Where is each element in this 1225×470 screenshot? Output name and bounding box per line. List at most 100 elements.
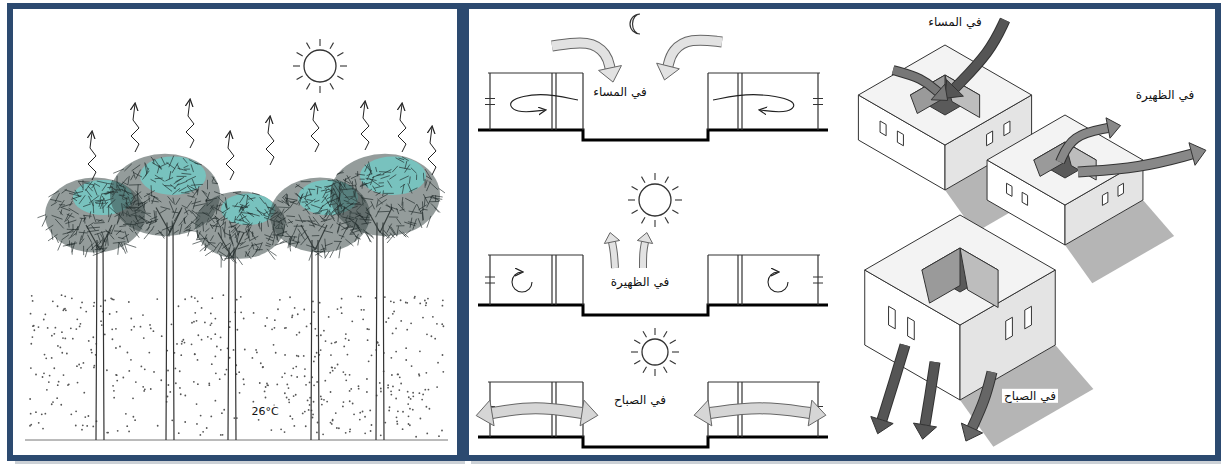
ground-stipple bbox=[359, 412, 361, 414]
ground-stipple bbox=[402, 428, 404, 430]
ground-stipple bbox=[267, 384, 269, 386]
ground-stipple bbox=[200, 415, 202, 417]
canopy-scribble bbox=[235, 193, 244, 195]
canopy-scribble bbox=[240, 214, 243, 221]
ground-stipple bbox=[208, 383, 210, 385]
canopy-scribble bbox=[431, 203, 440, 212]
ground-stipple bbox=[292, 418, 294, 420]
ground-stipple bbox=[110, 297, 112, 299]
ground-stipple bbox=[196, 403, 198, 405]
canopy-highlight bbox=[360, 157, 426, 196]
canopy-scribble bbox=[252, 193, 260, 195]
sun-ray bbox=[319, 86, 320, 93]
canopy-scribble bbox=[313, 250, 323, 258]
ground-stipple bbox=[418, 392, 420, 394]
canopy-scribble bbox=[343, 206, 345, 215]
canopy-scribble bbox=[284, 236, 297, 238]
ground-stipple bbox=[233, 417, 235, 419]
ground-stipple bbox=[352, 403, 354, 405]
ground-stipple bbox=[210, 416, 212, 418]
canopy-scribble bbox=[376, 167, 377, 172]
canopy-scribble bbox=[399, 230, 406, 237]
canopy-scribble bbox=[233, 191, 241, 193]
ground-stipple bbox=[442, 305, 444, 307]
canopy-scribble bbox=[62, 189, 67, 193]
canopy-scribble bbox=[281, 209, 285, 216]
sun-ray bbox=[297, 53, 303, 57]
canopy-scribble bbox=[82, 180, 83, 190]
ground-stipple bbox=[83, 392, 85, 394]
ground-stipple bbox=[410, 398, 412, 400]
ground-stipple bbox=[149, 324, 151, 326]
sun-ray bbox=[293, 65, 300, 66]
ground-stipple bbox=[201, 307, 203, 309]
air-flow-arrow bbox=[668, 40, 722, 66]
ground-stipple bbox=[292, 367, 294, 369]
air-flow-arrow bbox=[882, 345, 905, 420]
ground-stipple bbox=[349, 374, 351, 376]
canopy-scribble bbox=[207, 180, 208, 189]
canopy-scribble bbox=[98, 238, 104, 246]
ground-stipple bbox=[399, 376, 401, 378]
canopy-scribble bbox=[184, 169, 190, 170]
canopy-scribble bbox=[355, 179, 356, 185]
sun-ray bbox=[632, 210, 638, 214]
window-mark bbox=[485, 99, 823, 105]
ground-stipple bbox=[345, 432, 347, 434]
canopy-scribble bbox=[325, 239, 326, 250]
ground-stipple bbox=[112, 338, 114, 340]
canopy-scribble bbox=[151, 157, 155, 161]
canopy-scribble bbox=[61, 207, 70, 210]
ground-stipple bbox=[75, 410, 77, 412]
ground-stipple bbox=[424, 389, 426, 391]
canopy-scribble bbox=[80, 218, 86, 220]
window bbox=[1022, 192, 1027, 205]
ground-stipple bbox=[82, 362, 84, 364]
ground-stipple bbox=[392, 313, 394, 315]
sun-ray bbox=[337, 76, 343, 80]
canopy-scribble bbox=[239, 194, 245, 203]
canopy-scribble bbox=[283, 208, 289, 213]
canopy-scribble bbox=[367, 170, 371, 180]
canopy-scribble bbox=[273, 227, 276, 235]
tree-trunk bbox=[376, 223, 384, 441]
canopy-scribble bbox=[280, 220, 282, 225]
ground-stipple bbox=[407, 391, 409, 393]
canopy-scribble bbox=[277, 216, 281, 219]
ground-stipple bbox=[220, 337, 222, 339]
ground-stipple bbox=[32, 325, 34, 327]
ground-stipple bbox=[274, 327, 276, 329]
window bbox=[1007, 183, 1012, 196]
canopy-scribble bbox=[184, 217, 185, 223]
ground-stipple bbox=[256, 351, 258, 353]
sun-ray bbox=[642, 177, 646, 183]
canopy-scribble bbox=[352, 206, 358, 208]
canopy-scribble bbox=[182, 205, 188, 208]
ground-stipple bbox=[87, 415, 89, 417]
ground-stipple bbox=[211, 363, 213, 365]
air-flow-arrow bbox=[961, 423, 982, 441]
ground-stipple bbox=[441, 430, 443, 432]
canopy-scribble bbox=[289, 243, 290, 251]
canopy-scribble bbox=[268, 209, 271, 219]
canopy-scribble bbox=[342, 217, 354, 220]
canopy-scribble bbox=[285, 231, 293, 239]
ground-stipple bbox=[289, 296, 291, 298]
canopy-scribble bbox=[98, 220, 103, 222]
canopy-scribble bbox=[208, 216, 216, 222]
canopy-scribble bbox=[104, 191, 114, 194]
canopy-scribble bbox=[397, 226, 399, 236]
canopy-scribble bbox=[137, 185, 139, 196]
canopy-scribble bbox=[146, 219, 158, 223]
ground-stipple bbox=[81, 302, 83, 304]
canopy-scribble bbox=[246, 226, 251, 235]
canopy-scribble bbox=[222, 227, 224, 233]
canopy-scribble bbox=[408, 183, 412, 193]
ground-stipple bbox=[337, 364, 339, 366]
transpiration-arrow bbox=[361, 102, 369, 150]
canopy-scribble bbox=[221, 218, 228, 221]
ground-stipple bbox=[127, 352, 129, 354]
canopy-scribble bbox=[347, 175, 352, 184]
canopy-scribble bbox=[185, 208, 188, 215]
ground-stipple bbox=[115, 328, 117, 330]
